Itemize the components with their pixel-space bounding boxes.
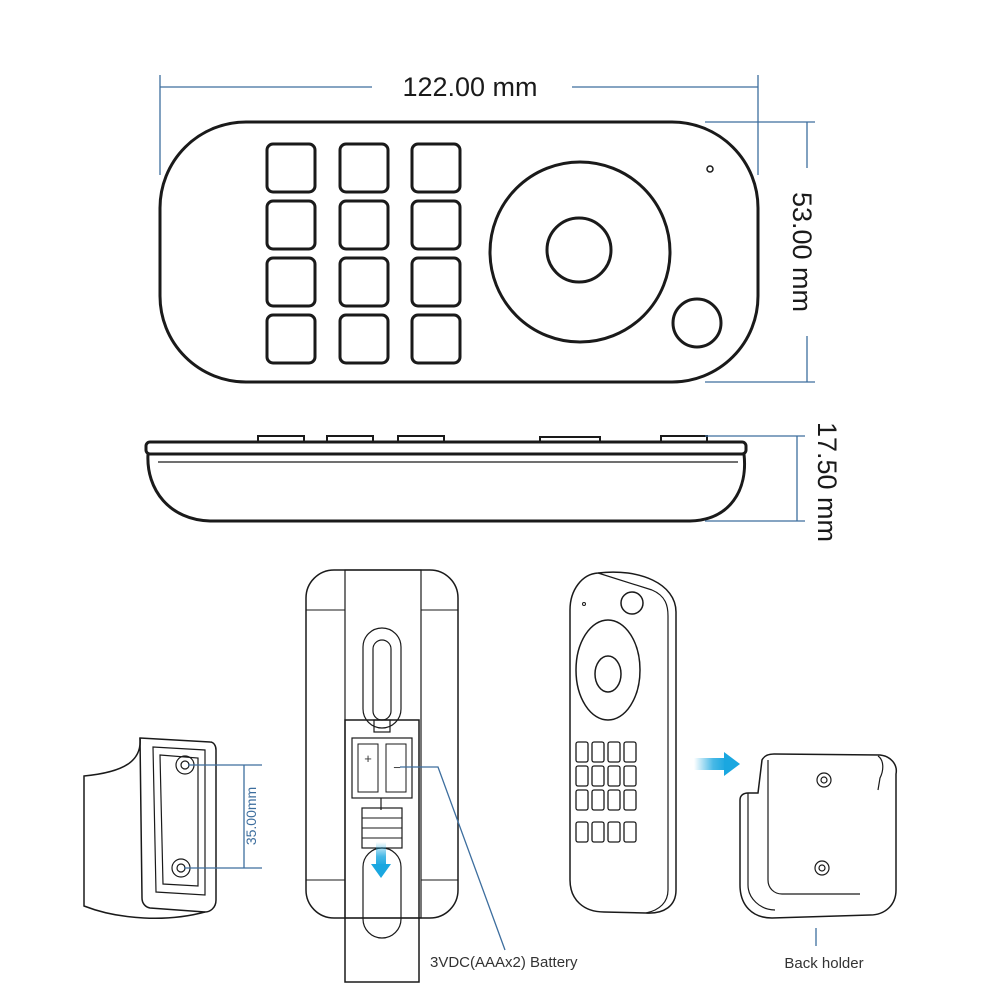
remote-side-view [144,435,748,523]
holder-perspective-view [83,737,217,919]
center-button [545,216,613,284]
length-dimension: 122.00 mm [159,72,759,175]
length-label: 122.00 mm [402,72,537,102]
insert-arrow-icon [694,752,740,776]
color-wheel [488,160,672,344]
indicator-led [706,165,714,173]
battery-label-group: 3VDC(AAAx2) Battery [400,766,578,971]
slide-down-arrow-icon [371,842,391,878]
power-button [671,297,723,349]
thickness-dimension: 17.50 mm [705,422,842,542]
battery-label: 3VDC(AAAx2) Battery [430,954,578,971]
perspective-button-grid [575,741,637,843]
button-grid [265,142,462,365]
holder-screw-bottom [814,860,830,876]
remote-top-view [158,120,760,384]
back-holder-view [739,753,898,919]
width-dimension: 53.00 mm [705,121,817,383]
width-label: 53.00 mm [787,192,817,312]
battery-cover: + − [344,719,420,983]
holder-label-group: Back holder [784,928,864,972]
holder-screw-top [816,772,832,788]
perspective-power-button [620,591,644,615]
screw-spacing-label: 35.00mm [243,787,259,845]
screw-spacing-dimension: 35.00mm [184,764,262,869]
belt-clip-slot [362,627,402,729]
perspective-center-button [594,655,622,693]
thickness-label: 17.50 mm [812,422,842,542]
remote-perspective-view [569,571,677,914]
remote-back-view: + − [305,569,459,983]
battery-minus-mark: − [393,760,401,775]
perspective-color-wheel [575,619,641,721]
holder-label: Back holder [784,955,863,972]
battery-plus-mark: + [364,751,372,766]
